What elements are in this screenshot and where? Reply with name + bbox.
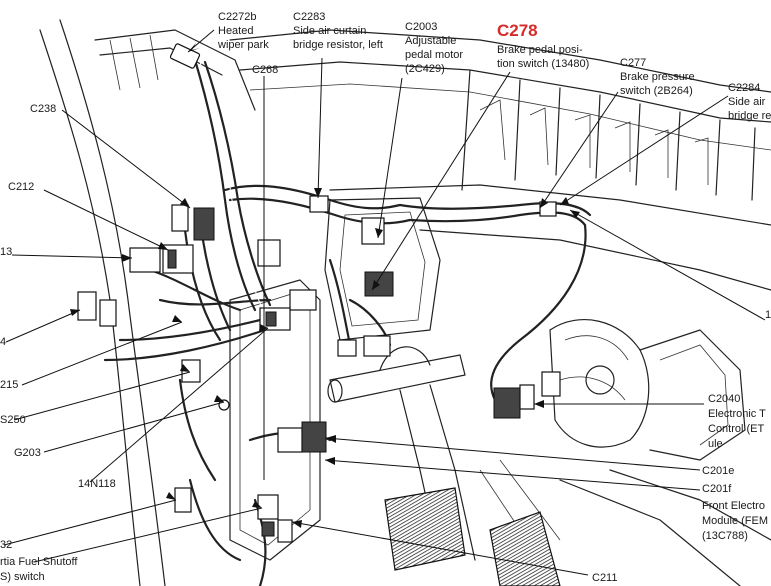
leader-lines: [3, 29, 766, 576]
label-c277: C277 Brake pressure switch (2B264): [620, 57, 698, 97]
label-s250: S250: [0, 414, 26, 426]
wire-harness: [103, 58, 592, 586]
label-32: 32: [0, 539, 12, 551]
label-c268: C268: [252, 64, 278, 76]
label-4: 4: [0, 336, 6, 348]
brake-pedal-pad: [384, 487, 466, 571]
label-c2272b: C2272b Heated wiper park: [217, 11, 269, 51]
label-c2003: C2003 Adjustable pedal motor (2C429): [405, 21, 466, 75]
label-215: 215: [0, 379, 18, 391]
label-c2284: C2284 Side air bridge re: [728, 82, 771, 122]
label-c2283: C2283 Side air curtain bridge resistor, …: [293, 11, 383, 51]
label-c201e: C201e: [702, 465, 734, 477]
label-inertia-fuel-shutoff: rtia Fuel Shutoff S) switch: [0, 556, 81, 583]
callout-labels: C2272b Heated wiper park C2283 Side air …: [0, 11, 771, 584]
leader-arrowheads: [70, 43, 580, 528]
label-1: 1: [765, 309, 771, 321]
label-c212: C212: [8, 181, 34, 193]
label-13: 13: [0, 246, 12, 258]
label-c2040: C2040 Electronic T Control (ET ule: [708, 393, 769, 450]
label-c201f: C201f Front Electro Module (FEM (13C788): [702, 483, 771, 542]
label-g203: G203: [14, 447, 41, 459]
label-14n118: 14N118: [78, 478, 116, 490]
label-c278-desc: Brake pedal posi- tion switch (13480): [497, 44, 589, 70]
pedals: [384, 487, 561, 586]
accelerator-pedal-pad: [489, 511, 561, 586]
label-c278: C278: [497, 21, 538, 40]
label-c211: C211: [592, 572, 617, 584]
label-c238: C238: [30, 103, 56, 115]
